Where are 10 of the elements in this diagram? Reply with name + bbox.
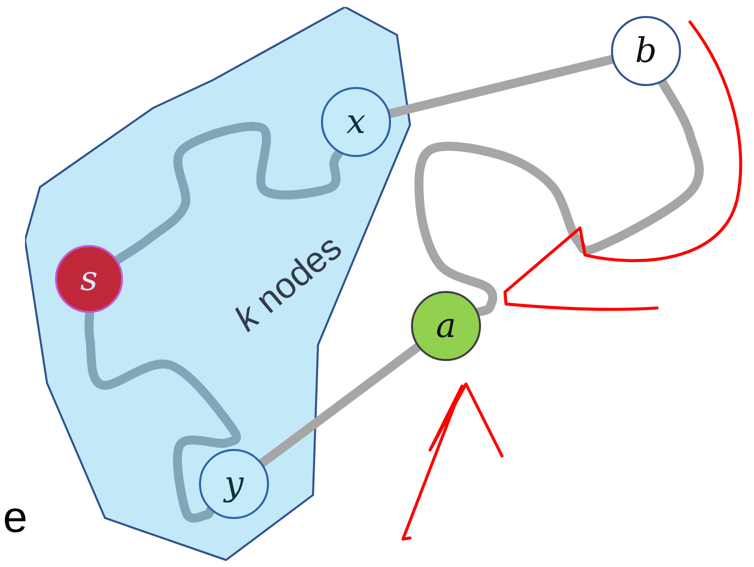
connector-line	[414, 78, 704, 317]
node-label: y	[224, 467, 244, 501]
connector-line	[258, 342, 422, 468]
node-label: a	[436, 309, 456, 343]
connector-line	[112, 122, 344, 265]
node-label: x	[346, 105, 366, 139]
node-label: s	[80, 262, 98, 296]
node-label: b	[635, 34, 657, 68]
panel-letter: e	[3, 496, 28, 540]
region-outline	[25, 7, 411, 561]
